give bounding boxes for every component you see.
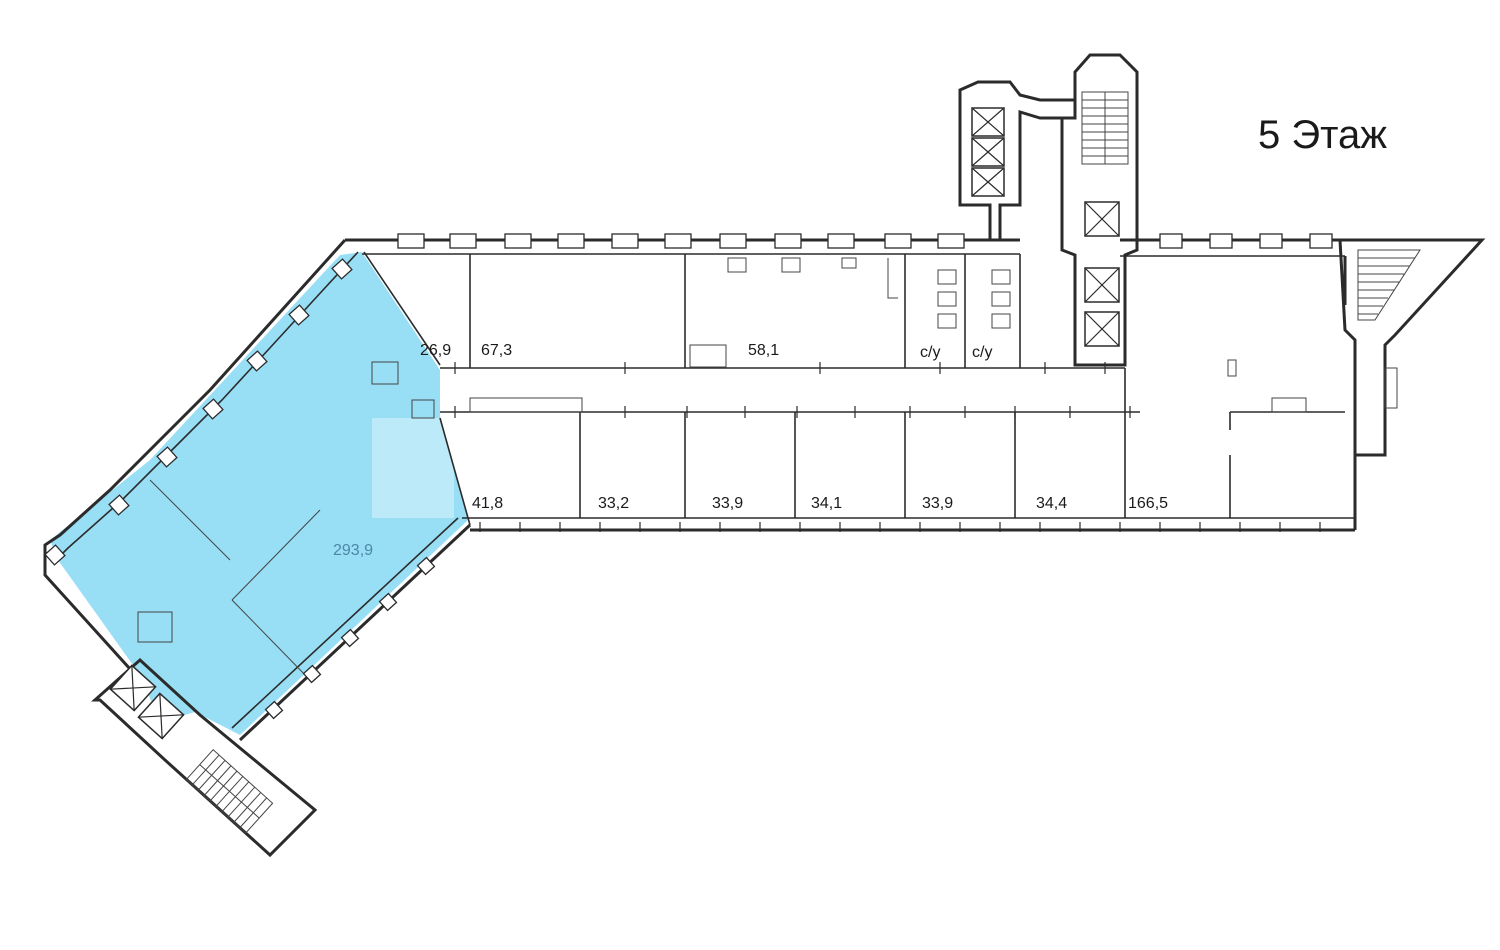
room-highlight-293-9[interactable] bbox=[50, 252, 468, 735]
room-label-58-1[interactable]: 58,1 bbox=[748, 342, 779, 359]
elevator-icon bbox=[971, 137, 1005, 167]
elevator-icon bbox=[137, 692, 185, 740]
elevator-icon bbox=[1084, 267, 1120, 303]
floor-title: 5 Этаж bbox=[1258, 113, 1387, 157]
elevator-icon bbox=[1084, 311, 1120, 347]
room-labels: 293,9 26,9 67,3 58,1 с/у с/у 41,8 33,2 3… bbox=[333, 342, 1168, 559]
watermark-logo-icon bbox=[372, 418, 454, 518]
room-label-26-9[interactable]: 26,9 bbox=[420, 342, 451, 359]
room-label-34-4[interactable]: 34,4 bbox=[1036, 495, 1067, 512]
room-label-wc-1[interactable]: с/у bbox=[920, 344, 940, 361]
elevator-icon bbox=[1084, 201, 1120, 237]
room-label-293-9[interactable]: 293,9 bbox=[333, 542, 373, 559]
room-label-166-5[interactable]: 166,5 bbox=[1128, 495, 1168, 512]
watermark-text: REKORB bbox=[468, 445, 813, 528]
elevator-icon bbox=[109, 664, 157, 712]
room-label-33-2[interactable]: 33,2 bbox=[598, 495, 629, 512]
stair-icon bbox=[1081, 91, 1129, 165]
room-label-33-9-b[interactable]: 33,9 bbox=[922, 495, 953, 512]
main-wing-walls bbox=[345, 233, 1357, 532]
stair-tower-north bbox=[1060, 53, 1139, 367]
elevator-icon bbox=[971, 107, 1005, 137]
elevator-icon bbox=[971, 167, 1005, 197]
stair-block-east bbox=[1338, 238, 1486, 457]
watermark: REKORB bbox=[372, 418, 813, 528]
left-wing-walls bbox=[43, 238, 472, 742]
stair-icon bbox=[185, 749, 274, 834]
room-label-34-1[interactable]: 34,1 bbox=[811, 495, 842, 512]
room-label-33-9-a[interactable]: 33,9 bbox=[712, 495, 743, 512]
room-label-41-8[interactable]: 41,8 bbox=[472, 495, 503, 512]
room-label-67-3[interactable]: 67,3 bbox=[481, 342, 512, 359]
wall-ticks bbox=[454, 362, 1321, 532]
room-label-wc-2[interactable]: с/у bbox=[972, 344, 992, 361]
elevator-block-north bbox=[958, 80, 1077, 242]
stair-icon bbox=[1357, 249, 1421, 321]
stair-block-southwest bbox=[91, 657, 318, 858]
